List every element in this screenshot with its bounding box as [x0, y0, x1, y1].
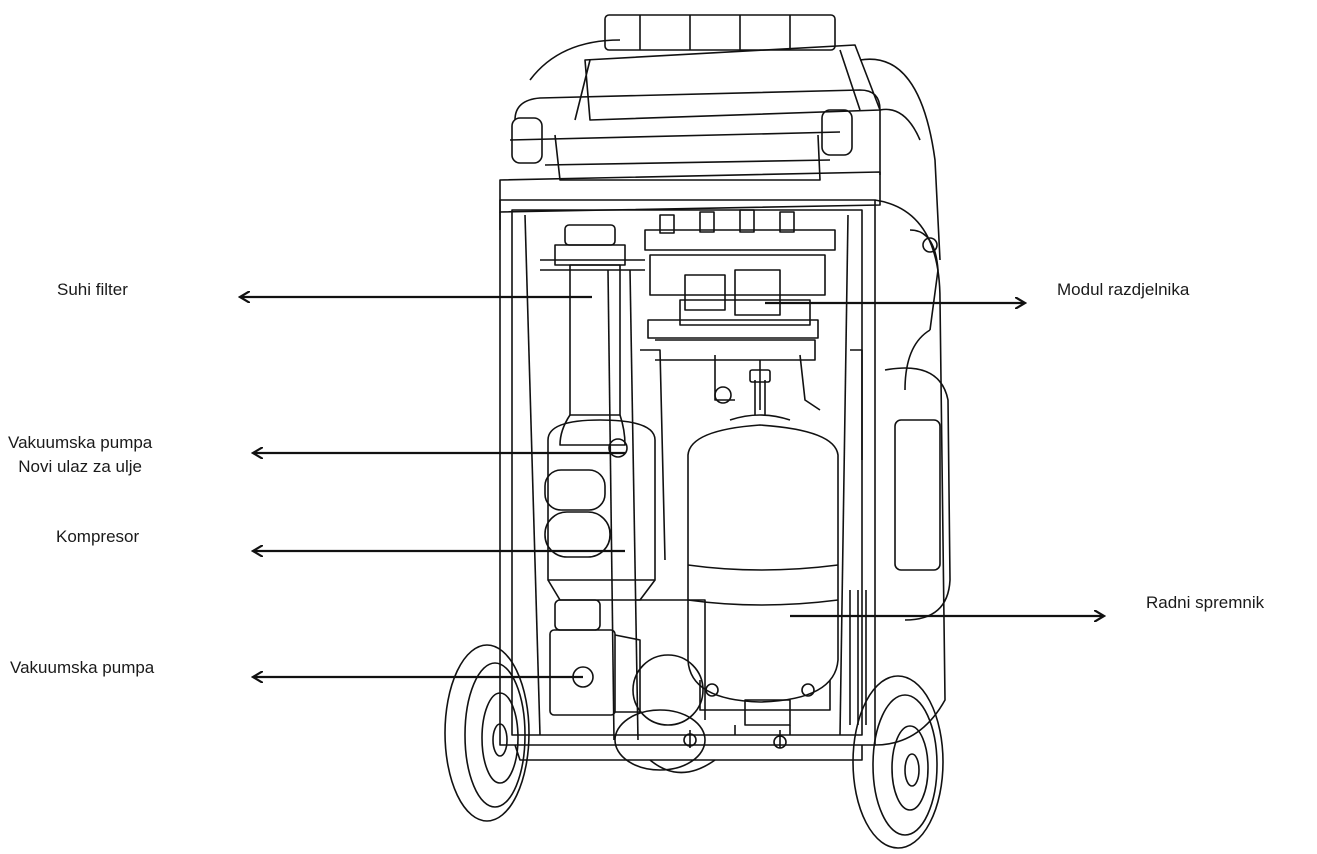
label-novi-ulaz-line2: Novi ulaz za ulje — [18, 457, 143, 476]
vacuum-pump — [549, 599, 706, 771]
manifold-module — [644, 209, 836, 411]
top-handle — [509, 14, 941, 261]
side-vents — [849, 349, 867, 725]
label-modul-razdjelnika: Modul razdjelnika — [1057, 280, 1190, 299]
dry-filter — [540, 224, 645, 446]
label-kompresor: Kompresor — [56, 527, 140, 546]
label-radni-spremnik: Radni spremnik — [1146, 593, 1265, 612]
label-suhi-filter: Suhi filter — [57, 280, 128, 299]
right-wheel — [852, 675, 944, 849]
working-tank — [687, 369, 839, 735]
bottom-caster — [649, 730, 787, 774]
compressor-body — [544, 269, 666, 741]
label-vakuumska-pumpa: Vakuumska pumpa — [10, 658, 155, 677]
label-vakuumska-novi-ulaz: Vakuumska pumpa Novi ulaz za ulje — [8, 431, 152, 479]
left-wheel — [444, 644, 530, 822]
label-vakuumska-line1: Vakuumska pumpa — [8, 433, 153, 452]
